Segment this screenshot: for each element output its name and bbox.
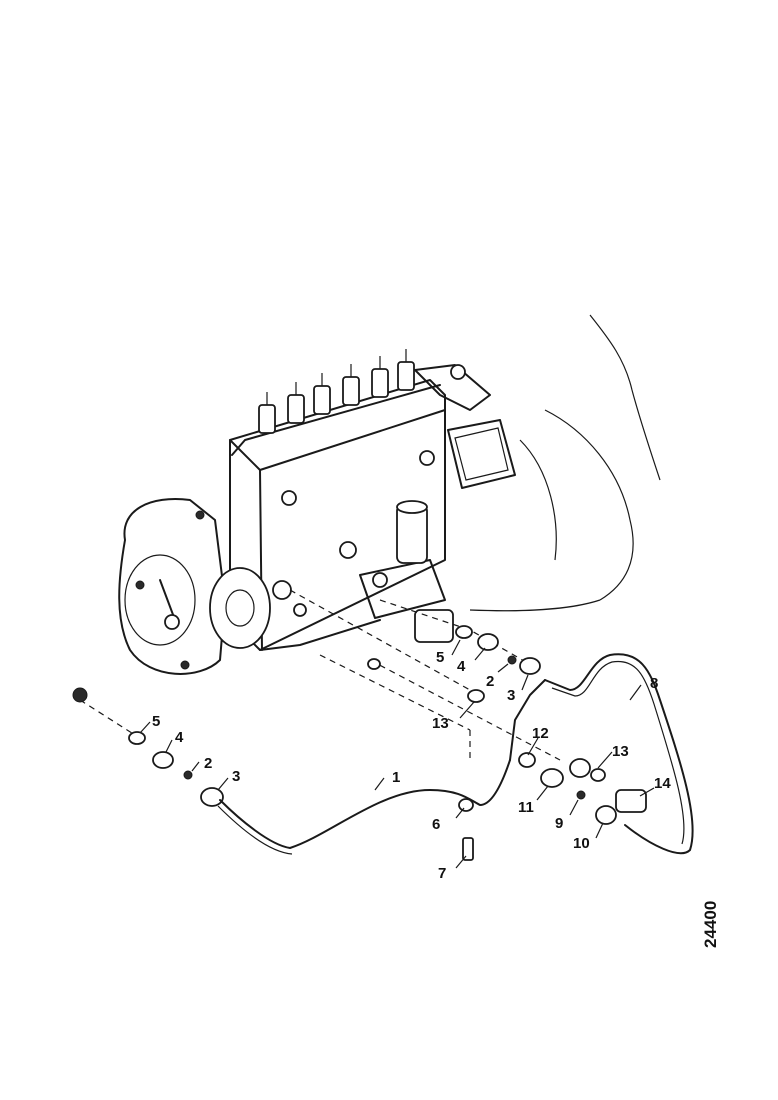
callout-7: 7	[438, 865, 446, 882]
figure-reference-number: 24400	[701, 901, 720, 948]
callout-1: 1	[392, 769, 400, 786]
lower-right-fitting-group	[458, 689, 647, 861]
callout-14: 14	[654, 775, 671, 792]
leader-lines	[139, 639, 655, 869]
left-fitting-group	[72, 687, 224, 807]
engine-block-outline	[469, 314, 661, 612]
assembly-centerlines	[79, 589, 561, 761]
callout-8: 8	[650, 675, 658, 692]
callout-12: 12	[532, 725, 549, 742]
callout-3-left: 3	[232, 768, 240, 785]
callout-11: 11	[518, 799, 534, 816]
injection-pump	[118, 349, 516, 675]
callout-4-left: 4	[175, 729, 184, 746]
callout-13-lower: 13	[612, 743, 629, 760]
fuel-pipe-1	[217, 759, 511, 855]
callout-4-right: 4	[457, 658, 466, 675]
callout-13-upper: 13	[432, 715, 449, 732]
callout-6: 6	[432, 816, 440, 833]
callout-10: 10	[573, 835, 590, 852]
callout-3-right: 3	[507, 687, 515, 704]
callout-labels: 1 2 2 3 3 4 4 5 5 6 7 8 9 10 11 12 13 13…	[152, 649, 671, 882]
fuel-pipe-8	[509, 653, 694, 855]
delivery-valve-holders	[258, 349, 415, 434]
right-fitting-group	[367, 625, 541, 675]
callout-2-right: 2	[486, 673, 494, 690]
callout-2-left: 2	[204, 755, 212, 772]
callout-5-right: 5	[436, 649, 444, 666]
callout-5-left: 5	[152, 713, 160, 730]
callout-9: 9	[555, 815, 563, 832]
